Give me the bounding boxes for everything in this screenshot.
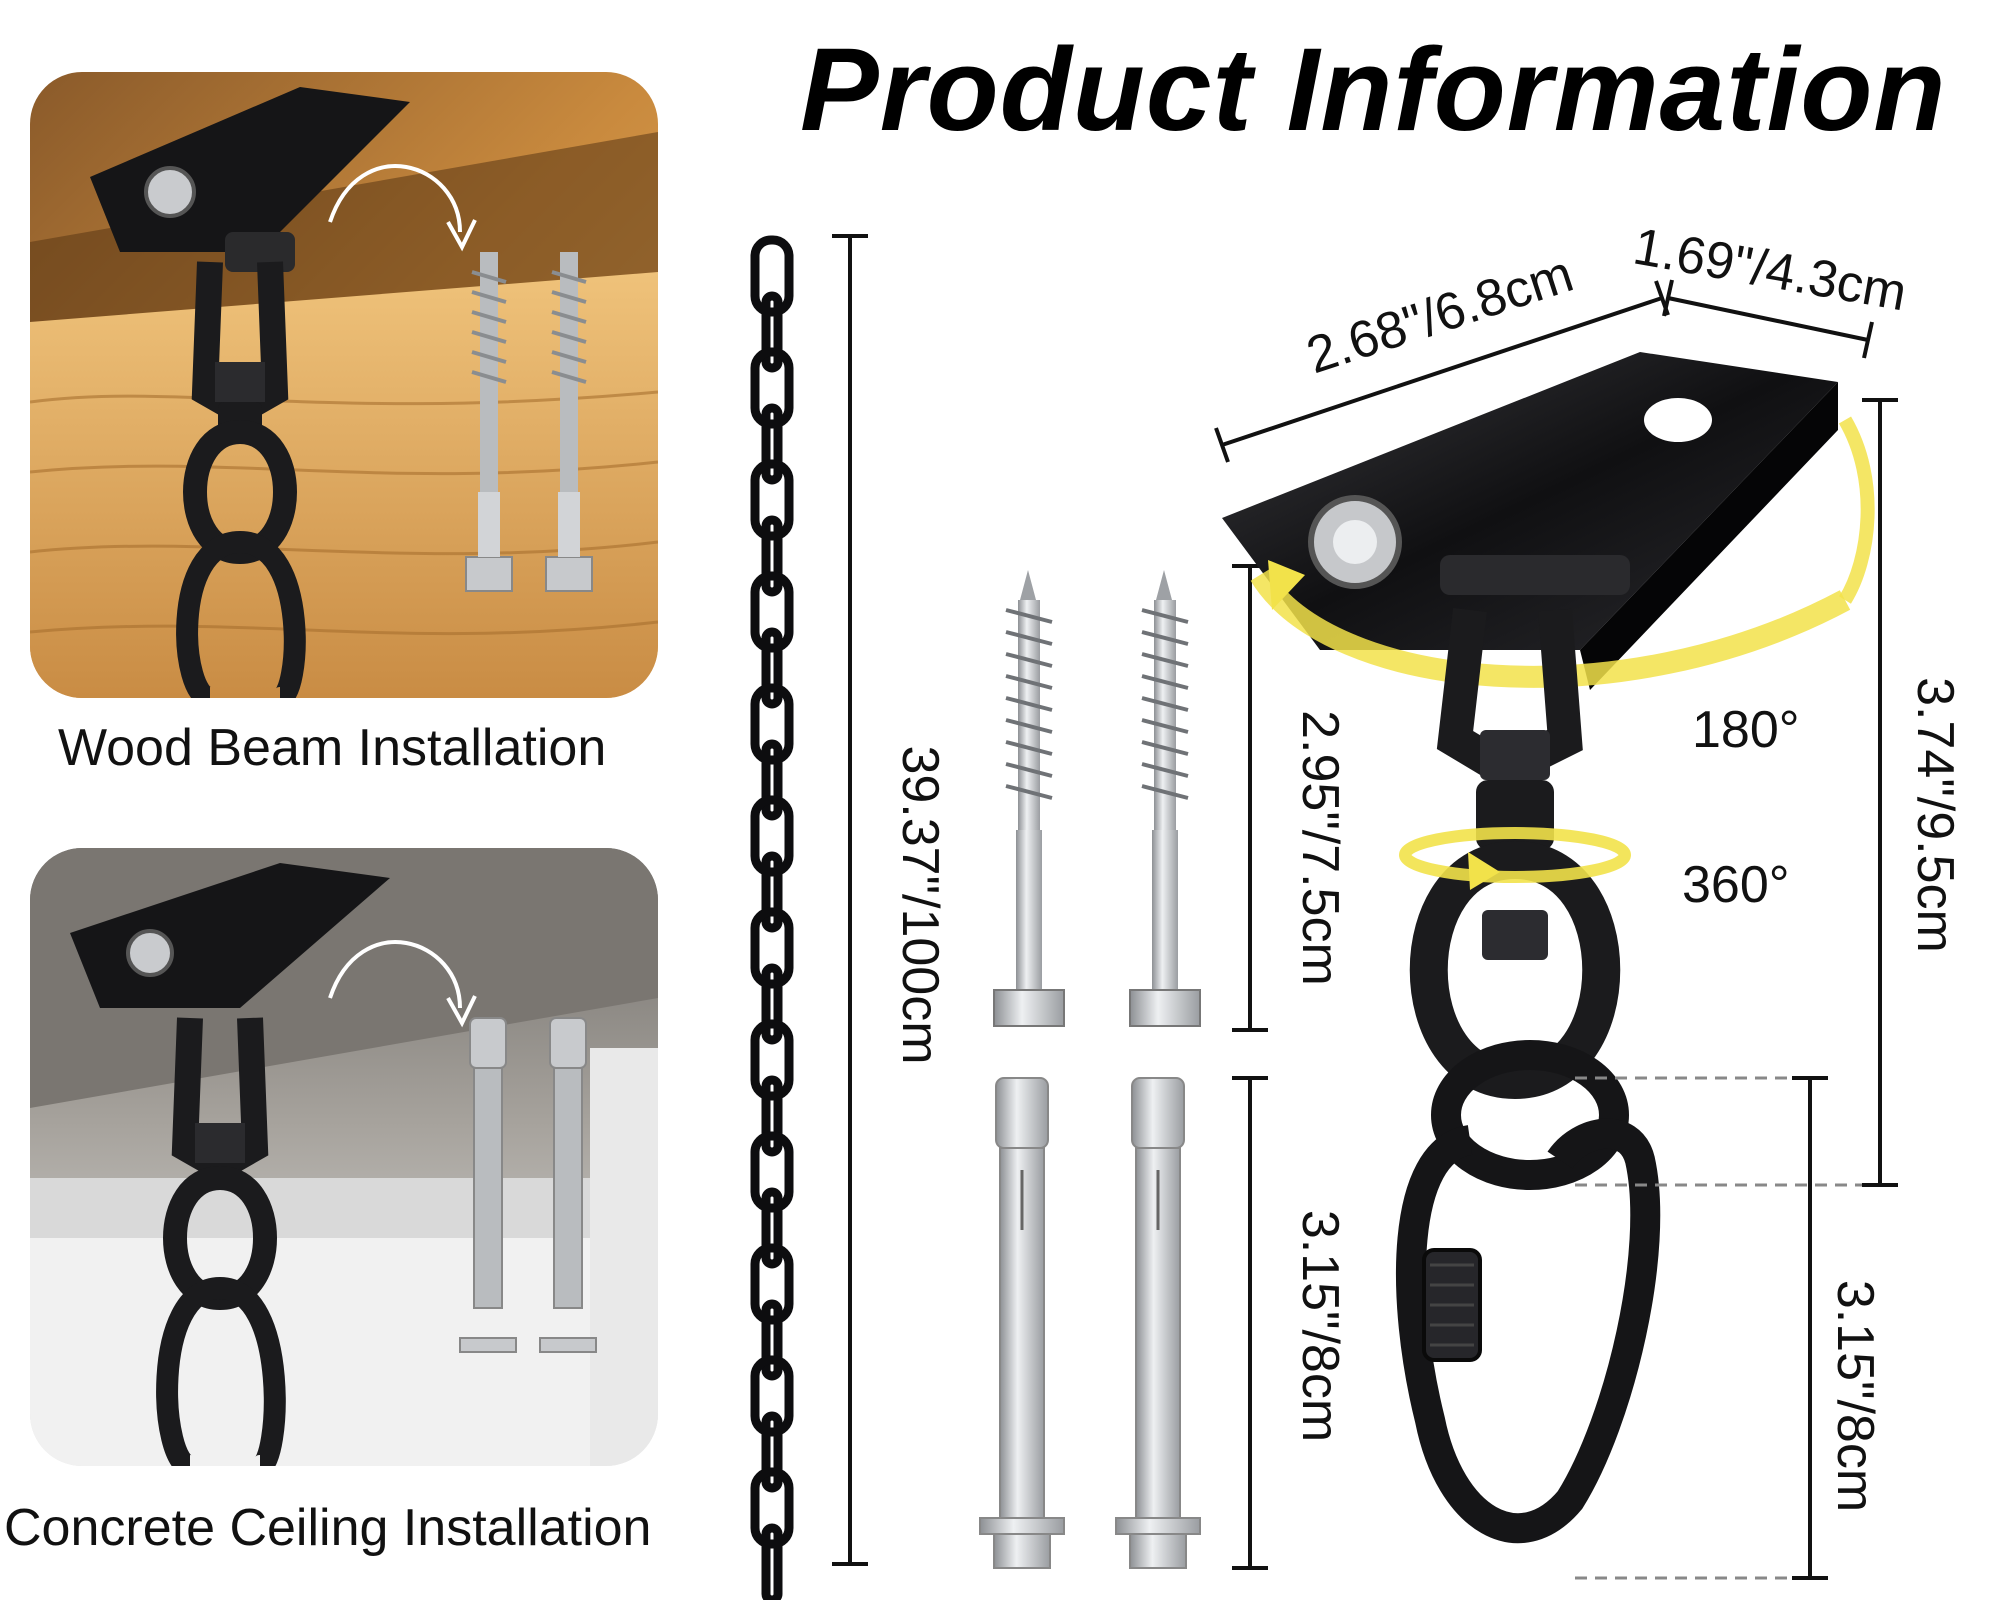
chain-link (750, 683, 794, 765)
chain-link (761, 739, 783, 821)
swivel (1409, 608, 1621, 1100)
chain-link (761, 1299, 783, 1381)
concrete-ceiling-photo (30, 848, 658, 1466)
carabiner (1396, 1040, 1661, 1544)
chain-link (761, 1411, 783, 1493)
chain (750, 235, 794, 1600)
chain-link (761, 627, 783, 709)
chain-link (761, 1523, 783, 1600)
chain-link (761, 963, 783, 1045)
chain-link (750, 1019, 794, 1101)
chain-link (750, 347, 794, 429)
wood-screw-left (993, 570, 1065, 1027)
carabiner-length-label: 3.15"/8cm (1826, 1279, 1884, 1513)
page-title: Product Information (800, 24, 1947, 156)
chain-link (761, 851, 783, 933)
chain-link (750, 459, 794, 541)
hanger-plate (1222, 352, 1838, 690)
chain-link (761, 515, 783, 597)
concrete-ceiling-caption: Concrete Ceiling Installation (4, 1499, 652, 1557)
chain-length-label: 39.37"/100cm (891, 745, 949, 1065)
swing-angle-label: 180° (1692, 701, 1800, 759)
chain-link (750, 235, 794, 317)
screw-length-label: 2.95"/7.5cm (1291, 710, 1349, 986)
chain-link (761, 291, 783, 373)
chain-link (750, 1355, 794, 1437)
wood-beam-photo (30, 72, 658, 698)
wood-screw-right (1129, 570, 1201, 1027)
anchor-bolt-left (979, 1077, 1065, 1569)
chain-link (750, 795, 794, 877)
anchor-bolt-right (1115, 1077, 1201, 1569)
chain-link (750, 1131, 794, 1213)
wood-beam-caption: Wood Beam Installation (58, 719, 607, 777)
chain-link (750, 907, 794, 989)
anchor-length-label: 3.15"/8cm (1291, 1209, 1349, 1443)
chain-link (761, 1075, 783, 1157)
hanger-height-label: 3.74"/9.5cm (1906, 677, 1964, 953)
chain-link (750, 1467, 794, 1549)
chain-link (761, 1187, 783, 1269)
chain-link (761, 403, 783, 485)
spin-angle-label: 360° (1682, 856, 1790, 914)
chain-link (750, 571, 794, 653)
chain-link (750, 1243, 794, 1325)
